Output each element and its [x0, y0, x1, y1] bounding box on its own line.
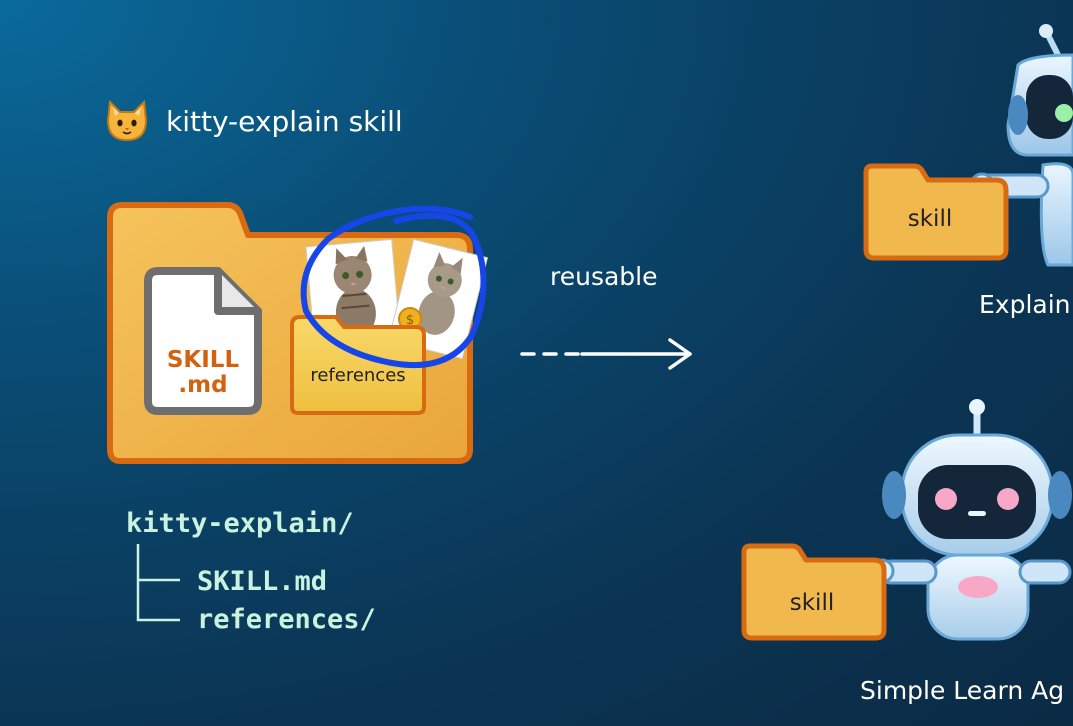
simple-learn-agent-folder-label: skill: [790, 590, 834, 616]
explain-agent-robot-icon: [969, 24, 1073, 267]
simple-learn-agent-robot-icon: [869, 399, 1072, 641]
tree-item-skill-md: SKILL.md: [197, 566, 328, 597]
explain-agent-skill-folder: skill: [862, 160, 1012, 269]
explain-agent-name: Explain: [979, 290, 1071, 319]
svg-text:$: $: [406, 313, 414, 328]
skill-folder-illustration: SKILL .md $: [107, 202, 489, 464]
tree-connector-lines: [136, 544, 180, 622]
skill-file-icon: SKILL .md: [144, 267, 262, 415]
explain-agent-folder-label: skill: [908, 206, 952, 232]
arrow-label: reusable: [550, 262, 658, 291]
tree-item-references: references/: [197, 604, 376, 635]
simple-learn-agent-skill-folder: skill: [740, 540, 890, 649]
folder-icon: skill: [863, 163, 1009, 261]
cat-face-icon: [106, 99, 148, 142]
tree-root-folder: kitty-explain/: [126, 508, 354, 539]
directory-tree: kitty-explain/ SKILL.md references/: [126, 508, 426, 648]
annotation-circle: [300, 205, 487, 369]
skill-file-name: SKILL: [167, 347, 240, 373]
simple-learn-agent-name: Simple Learn Ag: [860, 676, 1065, 705]
right-arrow-icon: [520, 338, 692, 370]
skill-title: kitty-explain skill: [166, 104, 403, 138]
kitten-image-1: [333, 245, 376, 337]
skill-title-row: kitty-explain skill: [104, 98, 403, 144]
kitten-image-2: [418, 251, 463, 335]
references-folder-label: references: [310, 365, 405, 386]
references-folder-icon: references: [290, 315, 426, 415]
folder-icon: skill: [741, 543, 887, 641]
skill-file-extension: .md: [178, 372, 227, 398]
